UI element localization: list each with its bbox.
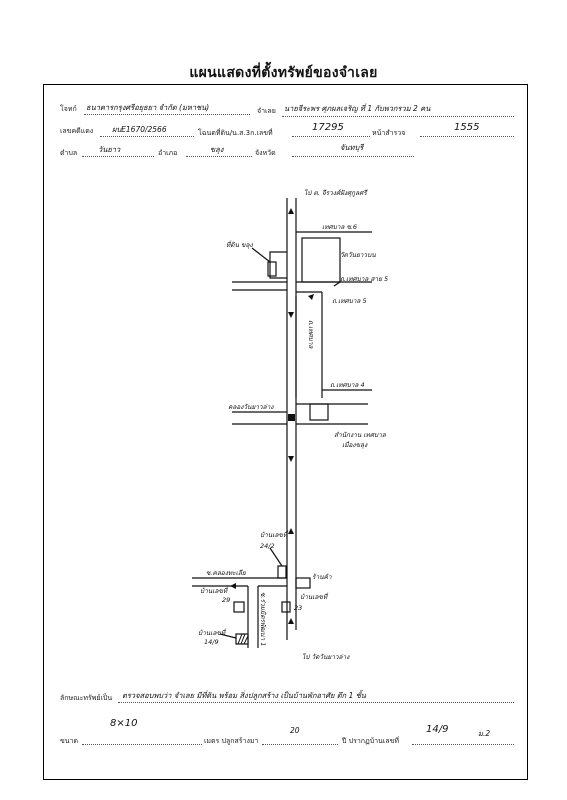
survey-page-label: หน้าสำรวจ — [372, 129, 406, 137]
map-label-office: สำนักงาน เทศบาล — [334, 431, 386, 439]
subdistrict-value: วันยาว — [98, 145, 121, 154]
map-label-soi4: ถ.เทศบาล 4 — [330, 381, 365, 389]
temple-block — [301, 237, 341, 283]
map-label-shop: ร้านค้า — [312, 573, 332, 581]
house-no-dots — [412, 744, 514, 745]
property-dots — [118, 702, 514, 703]
map-label-house-right: บ้านเลขที่ — [300, 593, 328, 601]
leader-24-2 — [269, 547, 283, 567]
house-no-value: 14/9 — [426, 724, 449, 735]
deed-dots — [292, 136, 370, 137]
map-label-house-left: บ้านเลขที่ — [200, 587, 228, 595]
size-dots — [82, 744, 202, 745]
map-label-to-bottom: ไป วัดวันยาวล่าง — [302, 653, 350, 661]
property-label: ลักษณะทรัพย์เป็น — [60, 694, 113, 702]
defendant-dots — [282, 116, 514, 117]
map-label-to-top: ไป ต. จีรวงศ์ฝังศุกูลศรี — [304, 189, 367, 197]
map-label-soi5-left: ถ.เทศบาล 5 — [332, 297, 367, 305]
form-frame — [43, 84, 528, 780]
map-label-side-road: ซ.ร่วมมิตรพัฒนา 1 — [259, 592, 267, 647]
map-label-soi5-right: ถ.เทศบาล สาย 5 — [340, 275, 389, 283]
leader-14-9 — [219, 633, 237, 639]
plaintiff-value: ธนาคารกรุงศรีอยุธยา จำกัด (มหาชน) — [86, 103, 210, 112]
built-value: 20 — [290, 726, 300, 735]
map-label-house-target: บ้านเลขที่ — [198, 629, 226, 637]
case-no-label: เลขคดีแดง — [60, 127, 94, 135]
house-23 — [281, 601, 291, 613]
province-value: จันทบุรี — [340, 143, 364, 152]
province-label: จังหวัด — [255, 149, 276, 157]
plaintiff-dots — [84, 114, 250, 115]
size-value: 8×10 — [110, 718, 138, 729]
subdistrict-label: ตำบล — [60, 149, 78, 157]
defendant-label: จำเลย — [257, 107, 276, 115]
case-no-dots — [100, 136, 194, 137]
deed-value: 17295 — [312, 122, 344, 133]
size-label: ขนาด — [60, 737, 79, 745]
map-label-house-left-no: 29 — [222, 596, 231, 604]
house-shop — [295, 577, 311, 589]
deed-label: โฉนดที่ดิน/น.ส.3ก.เลขที่ — [198, 129, 273, 137]
survey-page-value: 1555 — [454, 122, 480, 133]
district-label: อำเภอ — [158, 149, 178, 157]
page-title: แผนแสดงที่ตั้งทรัพย์ของจำเลย — [189, 65, 378, 81]
built-label: เมตร ปลูกสร้างมา — [204, 737, 259, 745]
house-29 — [233, 601, 245, 613]
direction-arrows — [230, 208, 314, 624]
subdistrict-dots — [82, 156, 154, 157]
map-label-house-target-no: 14/9 — [204, 638, 219, 646]
office-block — [309, 403, 329, 421]
land-khlung-house — [267, 261, 277, 277]
district-dots — [186, 156, 252, 157]
map-label-house-top-no: 24/2 — [260, 542, 275, 550]
built-dots — [262, 744, 338, 745]
map-label-soi-left: ซ.คลองทะเลีย — [206, 569, 246, 577]
map-label-house-top: บ้านเลขที่ — [260, 531, 288, 539]
map-label-canal: คลองวันยาวล่าง — [228, 403, 274, 411]
map-label-main-road: ถ.เทศบาล — [307, 320, 315, 349]
canal-bridge — [288, 414, 295, 421]
moo-value: ม.2 — [478, 729, 491, 738]
map-label-soi6: เทศบาล ซ.6 — [322, 223, 358, 231]
defendant-value: นายจีระพร ศุภผลเจริญ ที่ 1 กับพวกรวม 2 ค… — [284, 104, 431, 113]
plaintiff-label: โจทก์ — [60, 105, 77, 113]
province-dots — [292, 156, 414, 157]
house-no-label: ปี ปรากฏบ้านเลขที่ — [342, 737, 399, 745]
map-label-house-right-no: 23 — [294, 604, 303, 612]
leader-land — [251, 247, 271, 263]
district-value: ขลุง — [210, 145, 224, 154]
land-khlung-outline — [269, 251, 287, 279]
leader-soi5 — [333, 281, 341, 287]
map-label-office-sub: เมืองขลุง — [342, 441, 368, 449]
house-24-2 — [277, 565, 287, 579]
case-no-value: ผบE1670/2566 — [112, 125, 167, 134]
map-label-temple: วัดวันยาวบน — [340, 251, 376, 259]
survey-page-dots — [420, 136, 514, 137]
map-label-land-khlung: ที่ดิน ขลุง — [226, 241, 253, 249]
property-value: ตรวจสอบพบว่า จำเลย มีที่ดิน พร้อม สิ่งปล… — [122, 691, 366, 700]
